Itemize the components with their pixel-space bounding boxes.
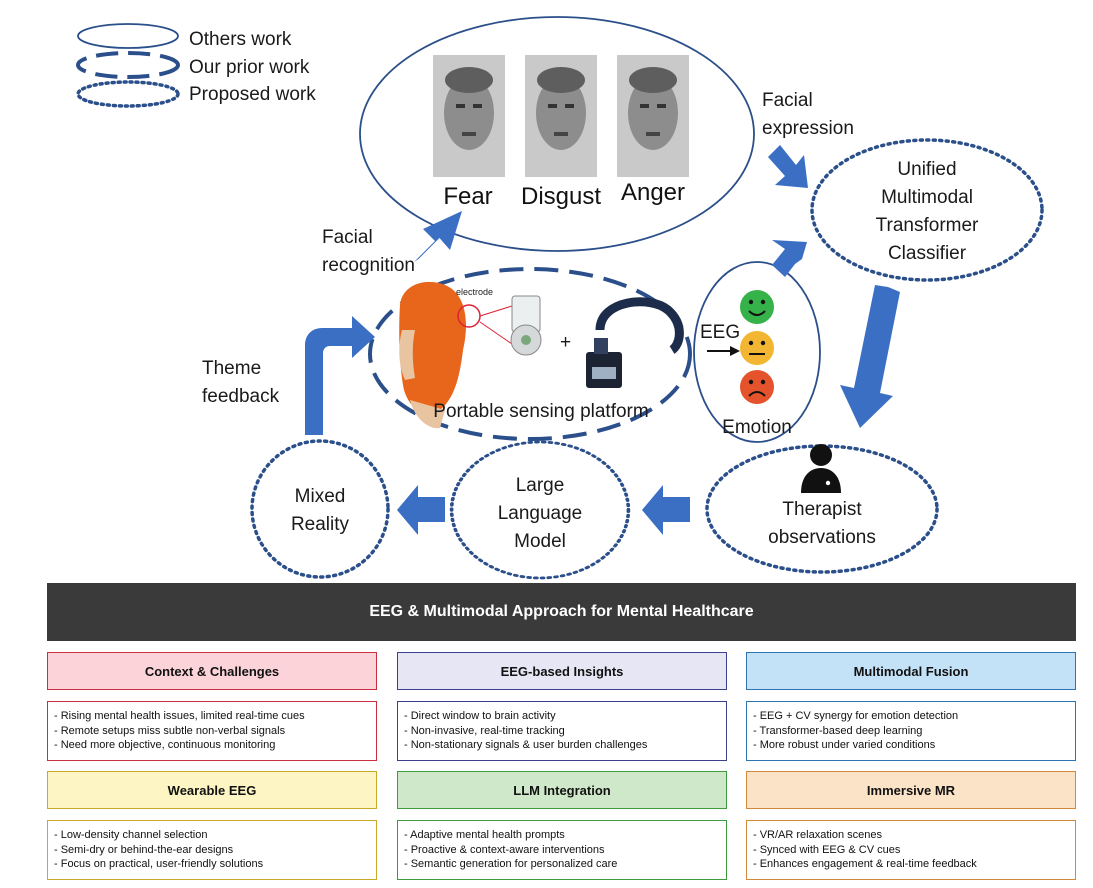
card-bullet: - Rising mental health issues, limited r…	[54, 710, 305, 722]
card-title-llm-integration: LLM Integration	[397, 771, 727, 809]
face-label-disgust: Disgust	[521, 183, 601, 210]
sad-face-icon	[740, 370, 774, 404]
therapist-to-llm-arrow	[642, 485, 690, 535]
emotion-label: Emotion	[722, 417, 792, 438]
llm-to-mixed-reality-arrow	[397, 485, 445, 535]
mixed-reality-label-2: Reality	[291, 514, 350, 535]
facial-recognition-label-1: Facial	[322, 227, 373, 248]
summary-banner: EEG & Multimodal Approach for Mental Hea…	[47, 583, 1076, 641]
transformer-label-4: Classifier	[888, 243, 967, 264]
plus-sign: +	[560, 332, 571, 353]
card-body-eeg-based-insights: - Direct window to brain activity - Non-i…	[397, 701, 727, 761]
card-body-multimodal-fusion: - EEG + CV synergy for emotion detection…	[746, 701, 1076, 761]
mixed-reality-circle	[250, 439, 390, 579]
legend: Others work Our prior work Proposed work	[76, 23, 316, 108]
theme-feedback-arrow	[305, 316, 375, 435]
card-bullet: - Remote setups miss subtle non-verbal s…	[54, 724, 286, 737]
card-title-immersive-mr: Immersive MR	[746, 771, 1076, 809]
workflow-diagram: Others work Our prior work Proposed work	[76, 16, 1044, 580]
card-bullet: - Need more objective, continuous monito…	[54, 739, 276, 751]
card-title-eeg-based-insights: EEG-based Insights	[397, 652, 727, 690]
transformer-label-1: Unified	[897, 159, 956, 180]
card-title-multimodal-fusion: Multimodal Fusion	[746, 652, 1076, 690]
card-bullet: - More robust under varied conditions	[753, 739, 936, 751]
card-bullet: - Adaptive mental health prompts	[404, 829, 565, 841]
platform-label: Portable sensing platform	[433, 401, 648, 422]
electrode-callout-line	[479, 305, 513, 317]
therapist-icon	[801, 444, 841, 493]
card-bullet: - Focus on practical, user-friendly solu…	[54, 858, 264, 870]
sensing-platform-ellipse	[368, 267, 692, 441]
eeg-label: EEG	[700, 322, 740, 343]
card-bullet: - Enhances engagement & real-time feedba…	[753, 858, 977, 870]
face-photo-anger	[617, 55, 689, 177]
legend-proposed-swatch	[76, 80, 180, 108]
card-bullet: - Non-stationary signals & user burden c…	[404, 739, 648, 751]
face-photo-fear	[433, 55, 505, 177]
card-bullet: - Semi-dry or behind-the-ear designs	[54, 843, 234, 856]
facial-expression-arrow	[768, 145, 808, 188]
therapist-label-1: Therapist	[782, 499, 862, 520]
llm-ellipse	[449, 440, 631, 580]
emotion-ellipse	[693, 261, 821, 443]
facial-expression-label-1: Facial	[762, 90, 813, 111]
neutral-face-icon	[740, 331, 774, 365]
transformer-ellipse	[810, 138, 1044, 282]
transformer-to-therapist-arrow	[840, 285, 900, 428]
card-body-wearable-eeg: - Low-density channel selection - Semi-dr…	[47, 820, 377, 880]
face-photos: Fear Disgust Anger	[433, 55, 689, 210]
theme-feedback-label-1: Theme	[202, 358, 261, 379]
facial-recognition-label-2: recognition	[322, 255, 415, 276]
card-body-context-challenges: - Rising mental health issues, limited r…	[47, 701, 377, 761]
card-body-immersive-mr: - VR/AR relaxation scenes - Synced with E…	[746, 820, 1076, 880]
eeg-arrow	[707, 346, 740, 356]
face-label-fear: Fear	[443, 183, 492, 210]
electrode-label: electrode	[456, 287, 493, 297]
legend-others-swatch	[77, 23, 179, 49]
facial-expression-label-2: expression	[762, 118, 854, 139]
card-body-llm-integration: - Adaptive mental health prompts - Proact…	[397, 820, 727, 880]
facial-recognition-arrow	[414, 211, 462, 262]
legend-others-label: Others work	[189, 29, 292, 50]
electrode-callout-line-2	[479, 321, 513, 345]
llm-label-2: Language	[498, 503, 583, 524]
legend-proposed-label: Proposed work	[189, 84, 316, 105]
eeg-headband-device-icon	[586, 297, 684, 388]
card-bullet: - Synced with EEG & CV cues	[753, 843, 901, 856]
card-bullet: - EEG + CV synergy for emotion detection	[753, 710, 959, 722]
happy-face-icon	[740, 290, 774, 324]
card-bullet: - VR/AR relaxation scenes	[753, 829, 882, 841]
electrode-sensor-icon	[510, 295, 542, 356]
facial-expression-ellipse	[359, 16, 755, 252]
face-label-anger: Anger	[621, 179, 685, 206]
card-bullet: - Low-density channel selection	[54, 829, 208, 841]
card-bullet: - Proactive & context-aware intervention…	[404, 843, 605, 856]
theme-feedback-label-2: feedback	[202, 386, 280, 407]
legend-prior-swatch	[76, 51, 180, 79]
mixed-reality-label-1: Mixed	[295, 486, 346, 507]
card-bullet: - Semantic generation for personalized c…	[404, 858, 618, 870]
card-bullet: - Non-invasive, real-time tracking	[404, 724, 565, 737]
transformer-label-3: Transformer	[876, 215, 979, 236]
head-illustration	[399, 281, 466, 429]
transformer-label-2: Multimodal	[881, 187, 973, 208]
card-title-context-challenges: Context & Challenges	[47, 652, 377, 690]
card-bullet: - Transformer-based deep learning	[753, 724, 923, 737]
emotion-to-transformer-arrow	[772, 240, 807, 277]
face-photo-disgust	[525, 55, 597, 177]
llm-label-1: Large	[516, 475, 565, 496]
llm-label-3: Model	[514, 531, 566, 552]
card-title-wearable-eeg: Wearable EEG	[47, 771, 377, 809]
legend-prior-label: Our prior work	[189, 57, 310, 78]
card-bullet: - Direct window to brain activity	[404, 710, 556, 722]
therapist-label-2: observations	[768, 527, 876, 548]
